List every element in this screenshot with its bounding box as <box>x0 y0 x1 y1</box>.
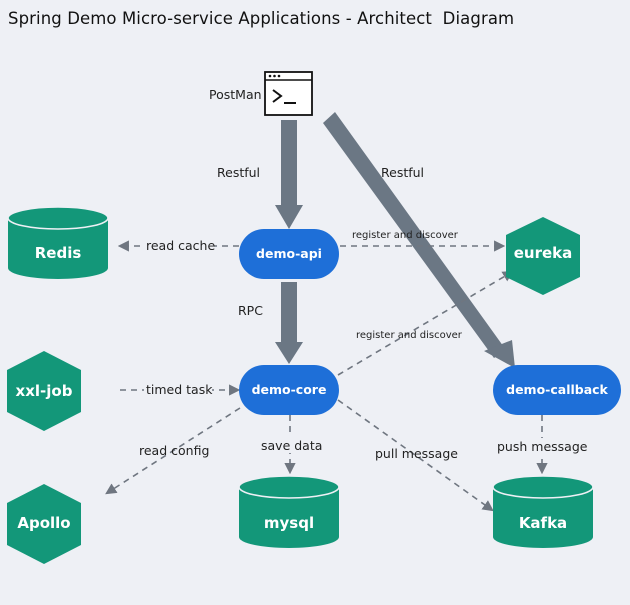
label-bg-timed-task <box>144 381 212 397</box>
label-bg-read-cache <box>144 237 214 253</box>
edge-label-push-message: push message <box>497 439 588 454</box>
component-label-xxljob: xxl-job <box>16 382 73 400</box>
service-node-demo-core[interactable]: demo-core <box>239 365 339 415</box>
component-label-apollo: Apollo <box>17 514 70 532</box>
thick-arrow-postman-to-callback <box>323 112 515 368</box>
store-label-mysql: mysql <box>264 514 314 532</box>
store-label-redis: Redis <box>35 244 82 262</box>
edge-label-timed-task: timed task <box>146 382 213 397</box>
edge-label-restful-api: Restful <box>217 165 260 180</box>
postman-terminal-icon <box>264 71 313 116</box>
thick-arrow-postman-to-api <box>275 120 303 229</box>
edge-label-restful-callback: Restful <box>381 165 424 180</box>
service-label-core: demo-core <box>252 382 327 397</box>
component-xxljob-hexagon[interactable]: xxl-job <box>7 351 81 431</box>
store-mysql-cylinder[interactable]: mysql <box>238 475 340 548</box>
service-node-demo-callback[interactable]: demo-callback <box>493 365 621 415</box>
edge-core-register <box>337 270 514 376</box>
diagram-title: Spring Demo Micro-service Applications -… <box>8 9 515 28</box>
service-label-api: demo-api <box>256 246 322 261</box>
component-label-eureka: eureka <box>514 244 573 262</box>
service-node-demo-api[interactable]: demo-api <box>239 229 339 279</box>
service-label-callback: demo-callback <box>506 382 608 397</box>
edge-label-read-cache: read cache <box>146 238 215 253</box>
edge-label-rpc: RPC <box>238 303 263 318</box>
edge-pull-message <box>337 399 494 512</box>
edge-label-read-config: read config <box>139 443 209 458</box>
label-bg-push-message <box>496 438 586 454</box>
client-label-postman: PostMan <box>209 87 262 102</box>
edge-label-register-api: register and discover <box>352 230 459 241</box>
label-bg-save-data <box>258 437 320 453</box>
component-apollo-hexagon[interactable]: Apollo <box>7 484 81 564</box>
thick-arrow-api-to-core <box>275 282 303 364</box>
component-eureka-hexagon[interactable]: eureka <box>506 217 580 295</box>
store-redis-cylinder[interactable]: Redis <box>7 206 109 279</box>
edge-label-save-data: save data <box>261 438 322 453</box>
edge-label-register-core: register and discover <box>356 330 463 341</box>
edge-read-config <box>105 407 241 495</box>
store-label-kafka: Kafka <box>519 514 567 532</box>
edge-label-pull-message: pull message <box>375 446 458 461</box>
store-kafka-cylinder[interactable]: Kafka <box>492 475 594 548</box>
